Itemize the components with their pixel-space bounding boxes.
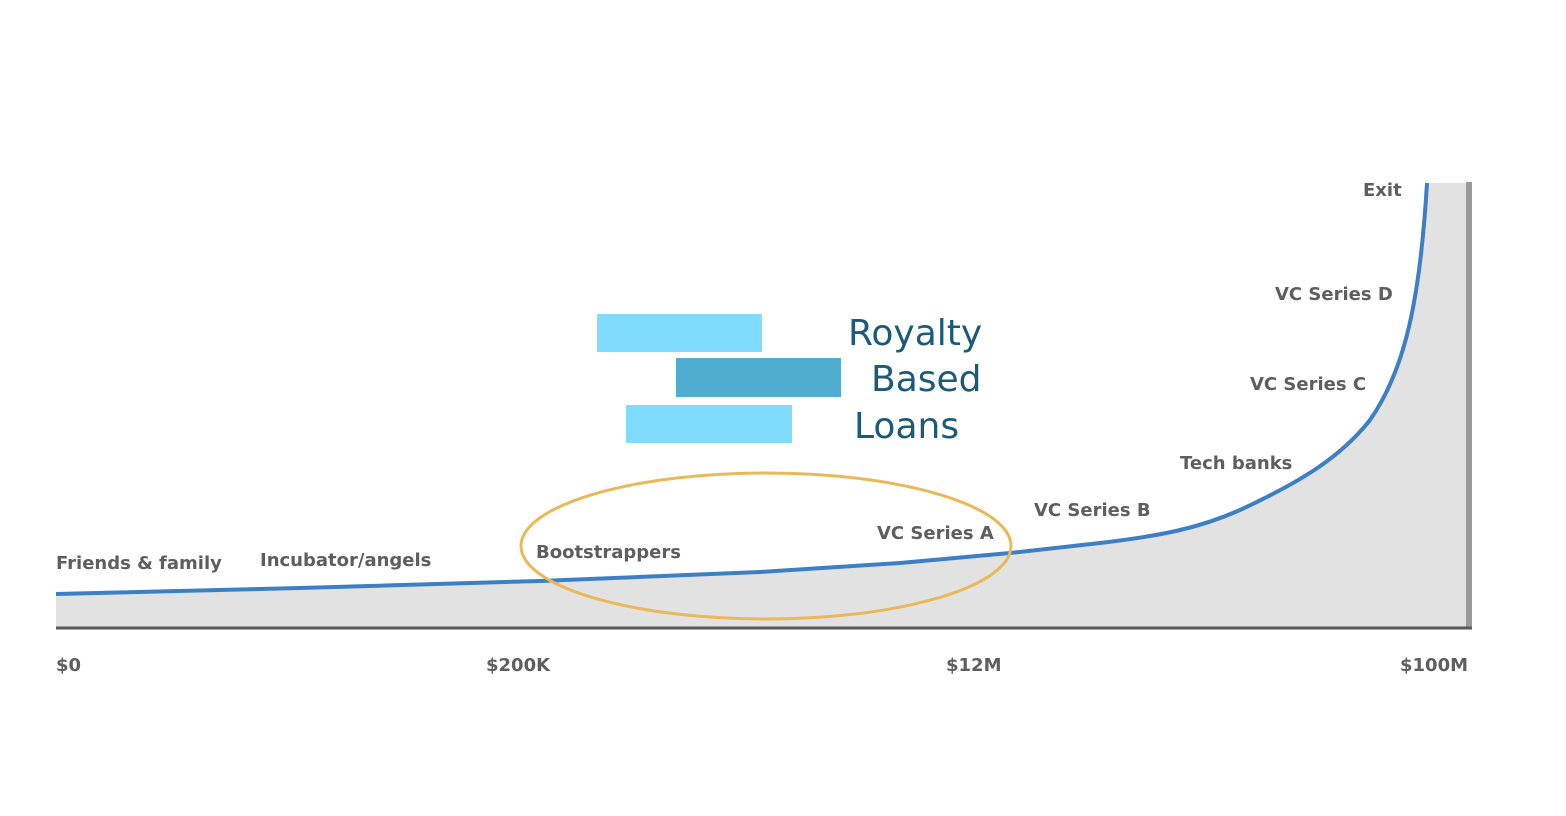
growth-curve-line xyxy=(55,182,1429,596)
stage-label-friends-family: Friends & family xyxy=(56,553,222,574)
stage-label-vc-series-c: VC Series C xyxy=(1250,374,1366,395)
stage-label-bootstrappers: Bootstrappers xyxy=(536,542,681,563)
stage-label-vc-series-a: VC Series A xyxy=(877,523,994,544)
x-tick-label-200k: $200K xyxy=(486,655,551,676)
highlight-ellipse xyxy=(519,471,1013,621)
logo-text-loans: Loans xyxy=(854,406,959,447)
stage-label-incubator-angels: Incubator/angels xyxy=(260,550,431,571)
logo-bar-middle xyxy=(676,358,841,397)
x-tick-label-100m: $100M xyxy=(1400,655,1468,676)
x-tick-label-12m: $12M xyxy=(946,655,1002,676)
x-tick-label-0: $0 xyxy=(56,655,81,676)
right-edge xyxy=(1466,182,1472,628)
logo-bar-bottom xyxy=(626,405,792,443)
royalty-based-loans-logo: Royalty Based Loans xyxy=(597,313,982,447)
stage-label-tech-banks: Tech banks xyxy=(1180,453,1292,474)
logo-bar-top xyxy=(597,314,762,352)
logo-text-based: Based xyxy=(871,359,982,400)
logo-text-royalty: Royalty xyxy=(848,313,982,354)
stage-label-vc-series-d: VC Series D xyxy=(1275,284,1393,305)
stage-label-vc-series-b: VC Series B xyxy=(1034,500,1151,521)
stage-label-exit: Exit xyxy=(1363,180,1402,201)
area-under-curve xyxy=(56,183,1466,628)
